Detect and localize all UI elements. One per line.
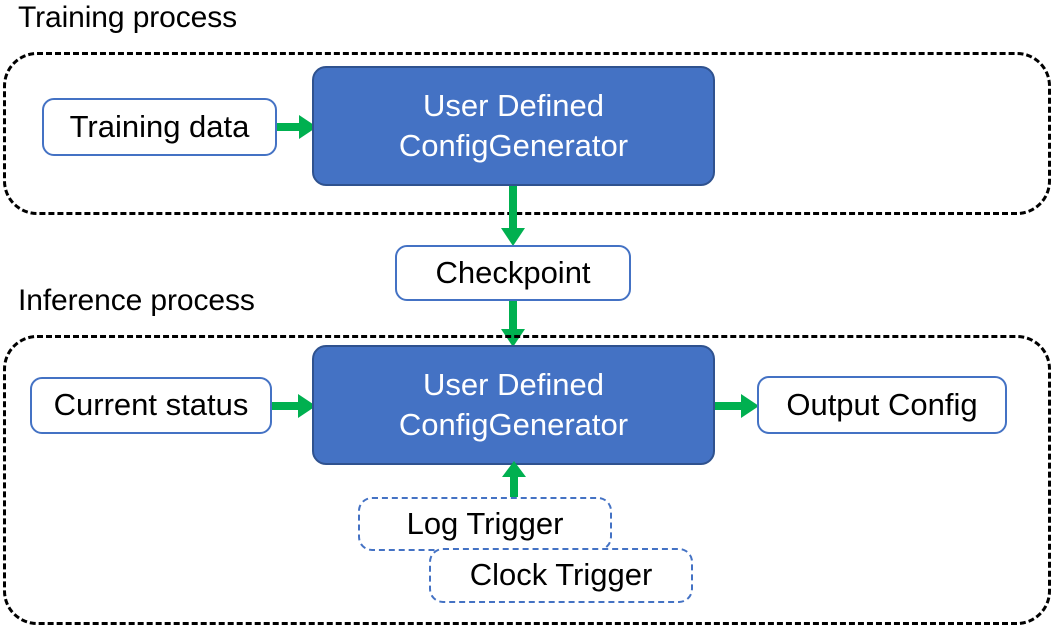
inference-process-caption: Inference process	[18, 284, 255, 317]
inference-generator-line2: ConfigGenerator	[398, 407, 629, 442]
checkpoint-label: Checkpoint	[435, 254, 591, 290]
training-process-caption: Training process	[18, 1, 238, 34]
training-process-group	[3, 52, 1051, 215]
arrow-checkpoint-to-inference-generator	[498, 301, 528, 349]
inference-process-group	[3, 335, 1051, 625]
log-trigger-node[interactable]: Log Trigger	[358, 497, 612, 551]
current-status-label: Current status	[53, 387, 249, 423]
log-trigger-label: Log Trigger	[406, 505, 564, 541]
output-config-label: Output Config	[786, 386, 978, 422]
arrow-current-status-to-generator	[272, 391, 318, 421]
clock-trigger-node[interactable]: Clock Trigger	[429, 548, 693, 603]
arrow-training-data-to-generator	[277, 112, 319, 142]
arrow-generator-to-output-config	[715, 391, 761, 421]
training-data-node[interactable]: Training data	[42, 98, 277, 156]
output-config-node[interactable]: Output Config	[757, 376, 1007, 434]
training-generator-line2: ConfigGenerator	[398, 128, 629, 163]
training-data-label: Training data	[69, 108, 250, 144]
inference-generator-line1: User Defined	[423, 367, 604, 403]
inference-config-generator-node[interactable]: User Defined ConfigGenerator	[312, 345, 715, 465]
arrow-training-generator-to-checkpoint	[498, 186, 528, 248]
training-config-generator-node[interactable]: User Defined ConfigGenerator	[312, 66, 715, 186]
current-status-node[interactable]: Current status	[30, 377, 272, 434]
checkpoint-node[interactable]: Checkpoint	[395, 245, 631, 301]
clock-trigger-label: Clock Trigger	[469, 557, 653, 593]
training-generator-line1: User Defined	[423, 88, 604, 124]
